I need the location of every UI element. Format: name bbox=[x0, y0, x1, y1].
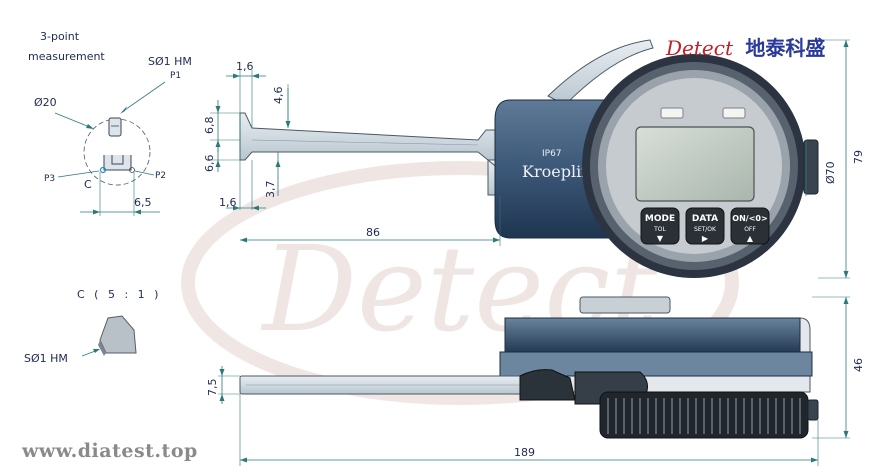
dim-189: 189 bbox=[514, 446, 535, 459]
brand-kroeplin: Kroeplin bbox=[522, 162, 591, 181]
data-button-bottom: SET/OK bbox=[694, 226, 717, 233]
dim-6-8: 6,8 bbox=[203, 117, 216, 135]
dim-4-6: 4,6 bbox=[272, 87, 285, 105]
dim-79: 79 bbox=[852, 150, 865, 164]
on-button-symbol: ▲ bbox=[747, 234, 754, 243]
note-line-1: 3-point bbox=[40, 30, 80, 43]
on-button-bottom: OFF bbox=[744, 226, 756, 233]
dim-6-6: 6,6 bbox=[203, 155, 216, 173]
contact-label-bottom: SØ1 HM bbox=[24, 352, 68, 365]
dim-46: 46 bbox=[852, 358, 865, 372]
on-off-button[interactable]: ON/<0> OFF ▲ bbox=[730, 207, 770, 245]
contact-tip-detail bbox=[98, 315, 137, 356]
website-url: www.diatest.top bbox=[22, 440, 198, 462]
point-p2-label: P2 bbox=[155, 171, 166, 181]
dim-6-5: 6,5 bbox=[134, 196, 152, 209]
gauge-arms-top-view bbox=[239, 39, 654, 196]
lcd-display bbox=[635, 126, 755, 202]
on-button-top: ON/<0> bbox=[732, 214, 767, 223]
three-point-detail bbox=[83, 117, 151, 186]
gauge-side-view bbox=[239, 296, 819, 439]
note-line-2: measurement bbox=[28, 50, 105, 63]
point-p1-label: P1 bbox=[170, 71, 181, 81]
data-button[interactable]: DATA SET/OK ▶ bbox=[685, 207, 725, 245]
dim-7-5: 7,5 bbox=[206, 379, 219, 397]
mode-button-symbol: ▼ bbox=[657, 234, 664, 243]
brand-english: Detect bbox=[666, 36, 733, 60]
brand-chinese: 地泰科盛 bbox=[745, 36, 826, 60]
mode-button-bottom: TOL bbox=[653, 226, 666, 233]
mode-button[interactable]: MODE TOL ▼ bbox=[640, 207, 680, 245]
dim-1-6-top: 1,6 bbox=[236, 60, 254, 73]
detail-label: C ( 5 : 1 ) bbox=[77, 288, 161, 301]
ip-rating: IP67 bbox=[542, 149, 562, 159]
contact-label-top: SØ1 HM bbox=[148, 55, 192, 68]
point-p3-label: P3 bbox=[44, 174, 55, 184]
mode-button-top: MODE bbox=[645, 214, 675, 224]
dim-phi20: Ø20 bbox=[34, 96, 57, 109]
dim-phi70: Ø70 bbox=[824, 161, 837, 184]
dim-3-7: 3,7 bbox=[264, 181, 277, 199]
data-button-symbol: ▶ bbox=[702, 234, 709, 243]
dim-86: 86 bbox=[366, 226, 380, 239]
data-button-top: DATA bbox=[692, 214, 718, 224]
brand-logo: Detect 地泰科盛 bbox=[666, 32, 825, 61]
point-c-label: C bbox=[84, 178, 92, 191]
dim-1-6-bottom: 1,6 bbox=[219, 196, 237, 209]
